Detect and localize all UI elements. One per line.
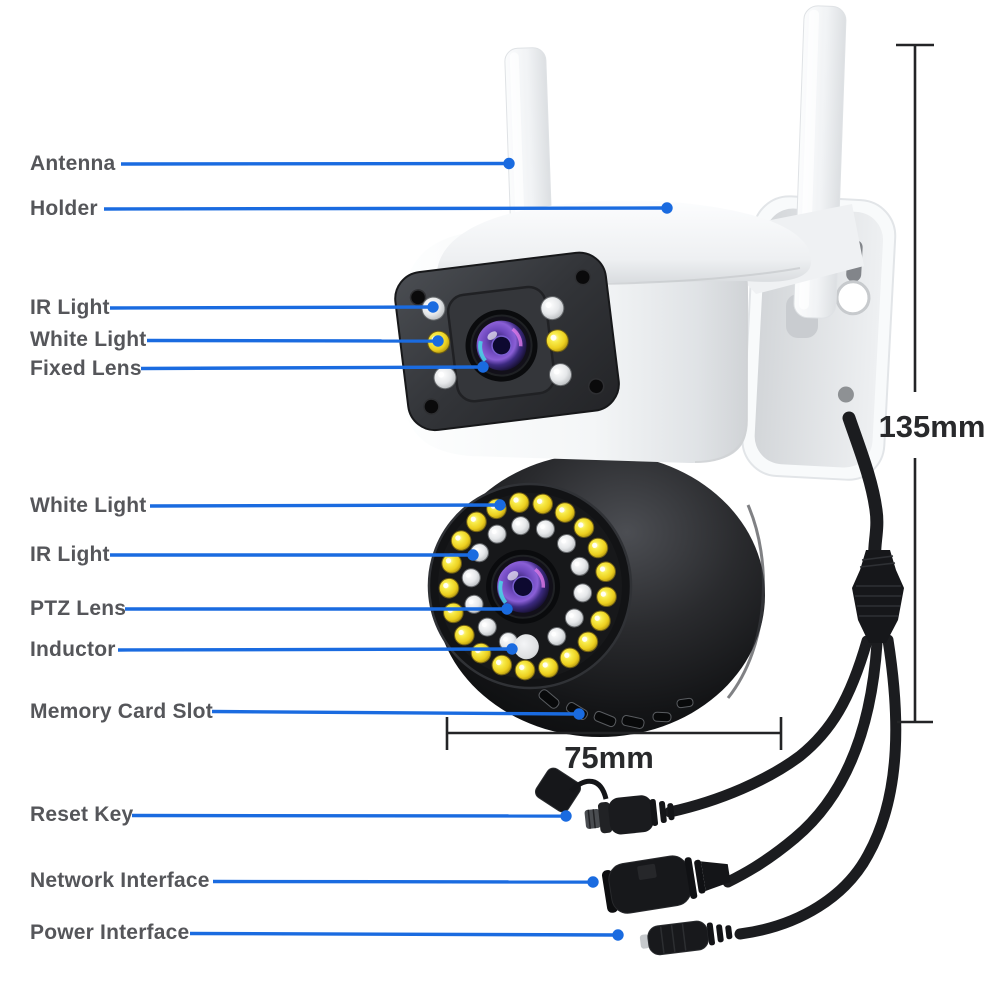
leader-inductor	[117, 647, 513, 652]
leader-holder	[103, 206, 668, 211]
fixed-lens-panel	[394, 251, 620, 432]
label-inductor: Inductor	[30, 638, 116, 661]
cables	[664, 411, 902, 940]
dimension-width-text: 75mm	[564, 740, 654, 775]
dimension-width-line	[445, 717, 783, 750]
leader-white-light-ptz	[149, 503, 501, 508]
reset-tether	[569, 778, 609, 800]
power-connector	[639, 920, 733, 956]
leader-antenna	[120, 161, 510, 166]
panel-white-led-right	[545, 329, 569, 353]
leader-network-interface	[212, 879, 594, 884]
leader-lines	[103, 161, 668, 937]
ptz-lens	[486, 549, 561, 624]
label-memory-card-slot: Memory Card Slot	[30, 700, 213, 723]
leader-fixed-lens	[140, 365, 484, 371]
inductor-sensor	[513, 634, 539, 660]
label-power-interface: Power Interface	[30, 921, 190, 944]
led-ring-outer-white-light	[438, 492, 617, 681]
reset-cable	[664, 635, 873, 818]
dimension-height-text: 135mm	[878, 409, 986, 444]
ptz-led-face	[427, 482, 633, 690]
network-connector	[601, 855, 731, 914]
label-fixed-lens: Fixed Lens	[30, 357, 142, 380]
keyhole-hole	[835, 280, 871, 316]
panel-ir-led-bottom-right	[549, 363, 573, 387]
leader-power-interface	[189, 931, 619, 937]
screw-hole	[837, 386, 854, 403]
label-ir-light-ptz: IR Light	[30, 543, 110, 566]
label-ptz-lens: PTZ Lens	[30, 597, 127, 620]
cable-splitter	[852, 550, 904, 643]
reset-connector	[534, 767, 675, 835]
label-white-light-ptz: White Light	[30, 494, 147, 517]
leader-ir-light-top	[109, 305, 434, 310]
label-antenna: Antenna	[30, 152, 116, 175]
reset-cap	[534, 767, 582, 813]
label-white-light-top: White Light	[30, 328, 147, 351]
panel-screws	[409, 268, 605, 415]
label-holder: Holder	[30, 197, 98, 220]
ptz-ball	[427, 453, 765, 737]
leader-dots	[427, 157, 673, 941]
leader-memory-card-slot	[211, 709, 580, 716]
main-cable	[842, 411, 884, 567]
power-cable	[734, 634, 902, 940]
led-ring-inner-ir-light	[461, 516, 593, 652]
leader-reset-key	[131, 813, 567, 818]
network-cable	[722, 637, 883, 888]
panel-ir-led-top-right	[540, 296, 565, 321]
label-network-interface: Network Interface	[30, 869, 210, 892]
leader-white-light-top	[146, 338, 439, 343]
dimension-height-line	[896, 43, 934, 724]
label-reset-key: Reset Key	[30, 803, 134, 826]
label-ir-light-top: IR Light	[30, 296, 110, 319]
